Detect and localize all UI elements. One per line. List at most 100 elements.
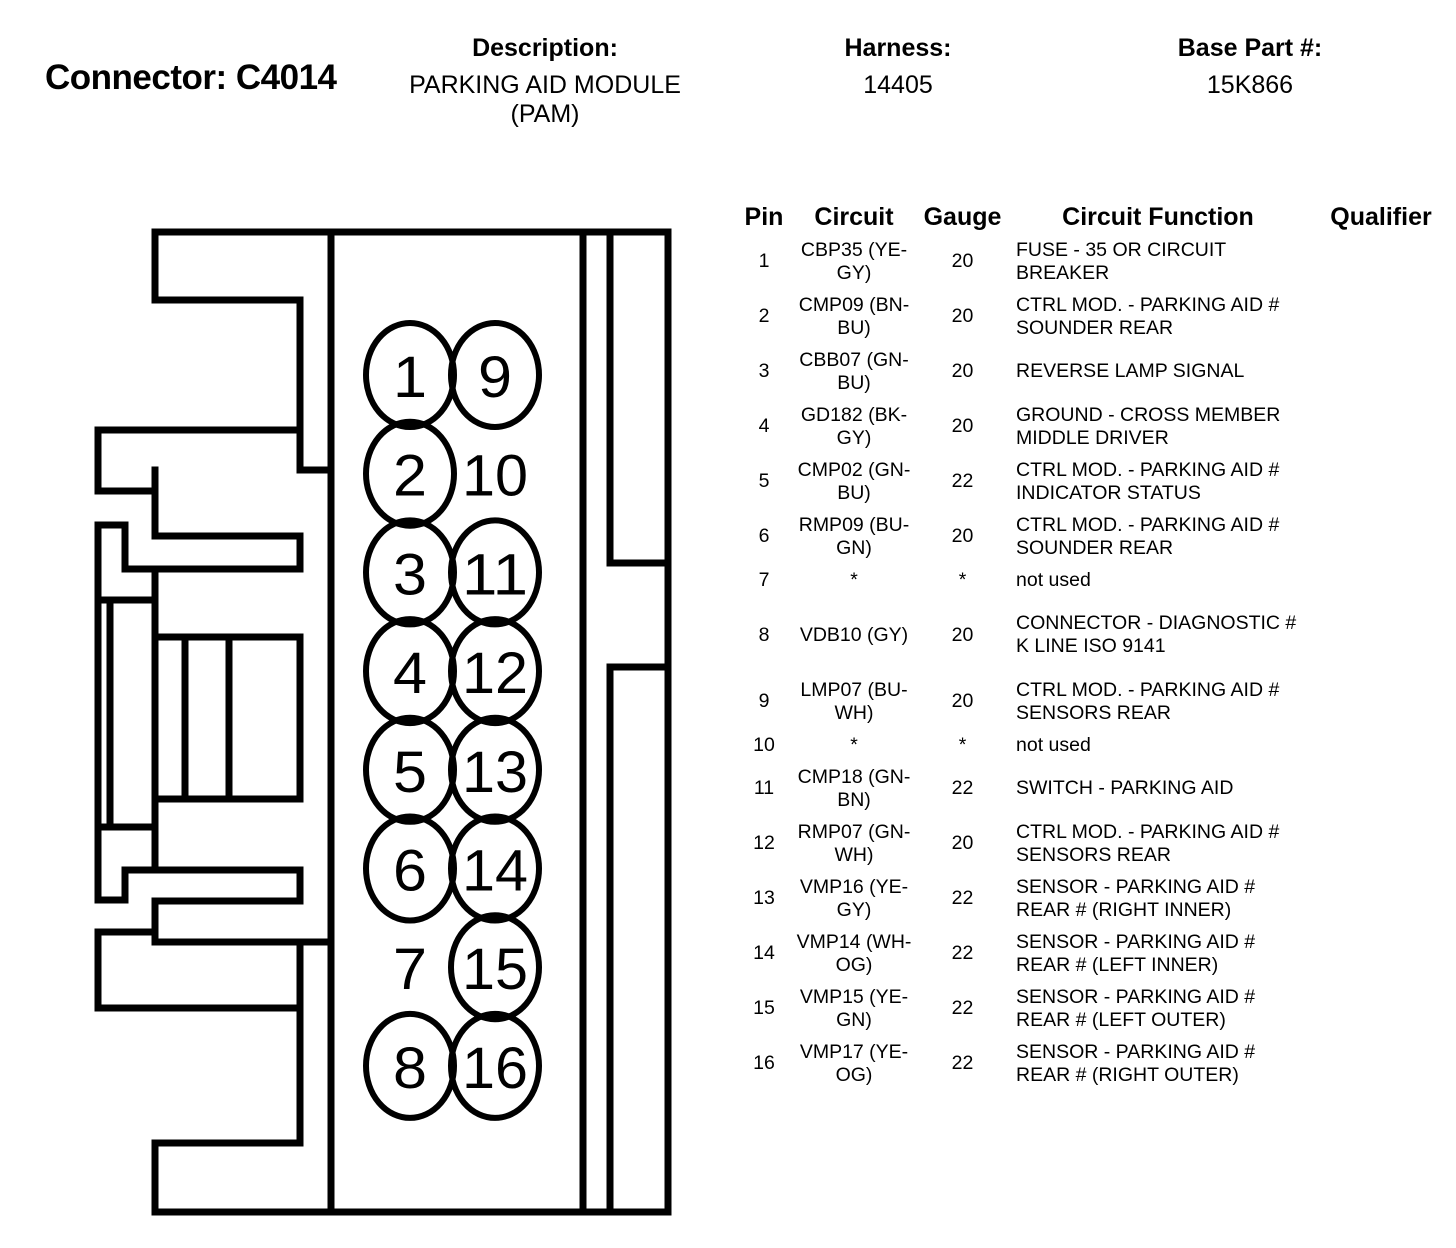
upper-tab [94, 426, 304, 495]
cell-pin: 4 [758, 415, 770, 437]
cell-gauge: 22 [951, 1052, 974, 1074]
pin-cavity-14: 14 [448, 813, 542, 924]
cell-function: CTRL MOD. - PARKING AID # SOUNDER REAR [1016, 513, 1280, 559]
base-part-block: Base Part #: 15K866 [1150, 34, 1350, 100]
pin-number-15: 15 [462, 937, 528, 1002]
pin-cavity-10: 10 [462, 444, 528, 509]
pin-table-header-row: Pin Circuit Gauge Circuit Function Quali… [735, 200, 1456, 234]
pin-table: Pin Circuit Gauge Circuit Function Quali… [735, 200, 1456, 1091]
pin-cavity-6: 6 [363, 813, 457, 924]
pin-cavity-12: 12 [448, 616, 542, 727]
cell-circuit: RMP07 (GN-WH) [797, 820, 911, 866]
pin-cavity-16: 16 [448, 1010, 542, 1121]
table-row: 10**not used [735, 729, 1456, 761]
cell-gauge: 20 [951, 250, 974, 272]
pin-ring-16 [448, 1010, 542, 1121]
pin-ring-11 [448, 517, 542, 628]
description-label: Description: [472, 34, 618, 62]
cell-circuit: CBP35 (YE-GY) [800, 238, 908, 284]
header-gauge: Gauge [923, 202, 1002, 231]
cell-function: CTRL MOD. - PARKING AID # SOUNDER REAR [1016, 293, 1280, 339]
cell-function: CTRL MOD. - PARKING AID # SENSORS REAR [1016, 820, 1280, 866]
cell-pin: 7 [758, 568, 770, 591]
cell-pin: 10 [753, 733, 775, 756]
cell-function: CONNECTOR - DIAGNOSTIC # K LINE ISO 9141 [1016, 612, 1297, 657]
cell-qualifier [1306, 926, 1456, 981]
description-value-line2: (PAM) [510, 100, 580, 128]
cell-function: not used [1016, 733, 1091, 756]
pin-number-8: 8 [393, 1036, 427, 1101]
cell-function: GROUND - CROSS MEMBER MIDDLE DRIVER [1016, 403, 1281, 449]
base-part-label: Base Part #: [1177, 34, 1323, 62]
cell-qualifier [1306, 596, 1456, 674]
cell-gauge: 22 [951, 942, 974, 964]
cell-gauge: 22 [951, 997, 974, 1019]
cell-function: SENSOR - PARKING AID # REAR # (RIGHT OUT… [1016, 1040, 1256, 1086]
base-part-value: 15K866 [1206, 71, 1294, 99]
header-qualifier: Qualifier [1330, 202, 1432, 231]
cell-function: SENSOR - PARKING AID # REAR # (LEFT INNE… [1016, 930, 1256, 976]
pin-ring-14 [448, 813, 542, 924]
cell-pin: 14 [753, 942, 775, 964]
cell-circuit: VMP14 (WH-OG) [796, 930, 912, 976]
pin-ring-12 [448, 616, 542, 727]
cell-circuit: * [850, 733, 858, 756]
connector-housing-outline [94, 228, 672, 1216]
cell-circuit: CBB07 (GN-BU) [799, 348, 909, 394]
cell-function: SENSOR - PARKING AID # REAR # (RIGHT INN… [1016, 875, 1256, 921]
pin-cavity-15: 15 [448, 912, 542, 1023]
cell-gauge: 22 [951, 470, 974, 492]
top-latch-block [151, 228, 335, 474]
harness-value: 14405 [863, 71, 933, 99]
cell-circuit: VMP17 (YE-OG) [799, 1040, 909, 1086]
cell-qualifier [1306, 816, 1456, 871]
cell-circuit: CMP18 (GN-BN) [797, 765, 911, 811]
header-pin: Pin [744, 202, 784, 231]
pin-number-10: 10 [462, 444, 528, 509]
pin-number-6: 6 [393, 839, 427, 904]
cell-qualifier [1306, 761, 1456, 816]
pin-number-7: 7 [393, 937, 427, 1002]
pin-number-13: 13 [462, 740, 528, 805]
cell-pin: 12 [753, 832, 775, 854]
cell-gauge: 22 [951, 777, 974, 799]
cell-function: REVERSE LAMP SIGNAL [1016, 360, 1245, 382]
pin-number-16: 16 [462, 1036, 528, 1101]
pin-cavity-11: 11 [448, 517, 542, 628]
cell-function: not used [1016, 568, 1091, 591]
header-circuit: Circuit [814, 202, 894, 231]
housing-outer-edge [151, 228, 672, 1216]
cell-gauge: 20 [951, 623, 974, 646]
description-value-line1: PARKING AID MODULE [409, 71, 681, 99]
cell-circuit: CMP09 (BN-BU) [798, 293, 910, 339]
cell-gauge: 20 [951, 690, 974, 712]
cell-function: SWITCH - PARKING AID [1016, 777, 1234, 799]
harness-block: Harness: 14405 [798, 34, 998, 100]
cell-function: SENSOR - PARKING AID # REAR # (LEFT OUTE… [1016, 985, 1256, 1031]
description-block: Description: PARKING AID MODULE (PAM) [380, 34, 710, 129]
pin-number-4: 4 [393, 641, 427, 706]
cell-circuit: GD182 (BK-GY) [800, 403, 908, 449]
cell-qualifier [1306, 344, 1456, 399]
lower-left-tab [94, 928, 304, 1012]
pin-number-5: 5 [393, 740, 427, 805]
pin-ring-15 [448, 912, 542, 1023]
pin-number-11: 11 [462, 542, 528, 607]
pin-cavity-2: 2 [363, 418, 457, 529]
cell-circuit: CMP02 (GN-BU) [797, 458, 911, 504]
cell-gauge: 20 [951, 360, 974, 382]
lower-tab [121, 866, 335, 946]
cell-circuit: LMP07 (BU-WH) [800, 678, 908, 724]
pin-number-3: 3 [393, 542, 427, 607]
cell-gauge: 22 [951, 887, 974, 909]
pin-cavity-4: 4 [363, 616, 457, 727]
